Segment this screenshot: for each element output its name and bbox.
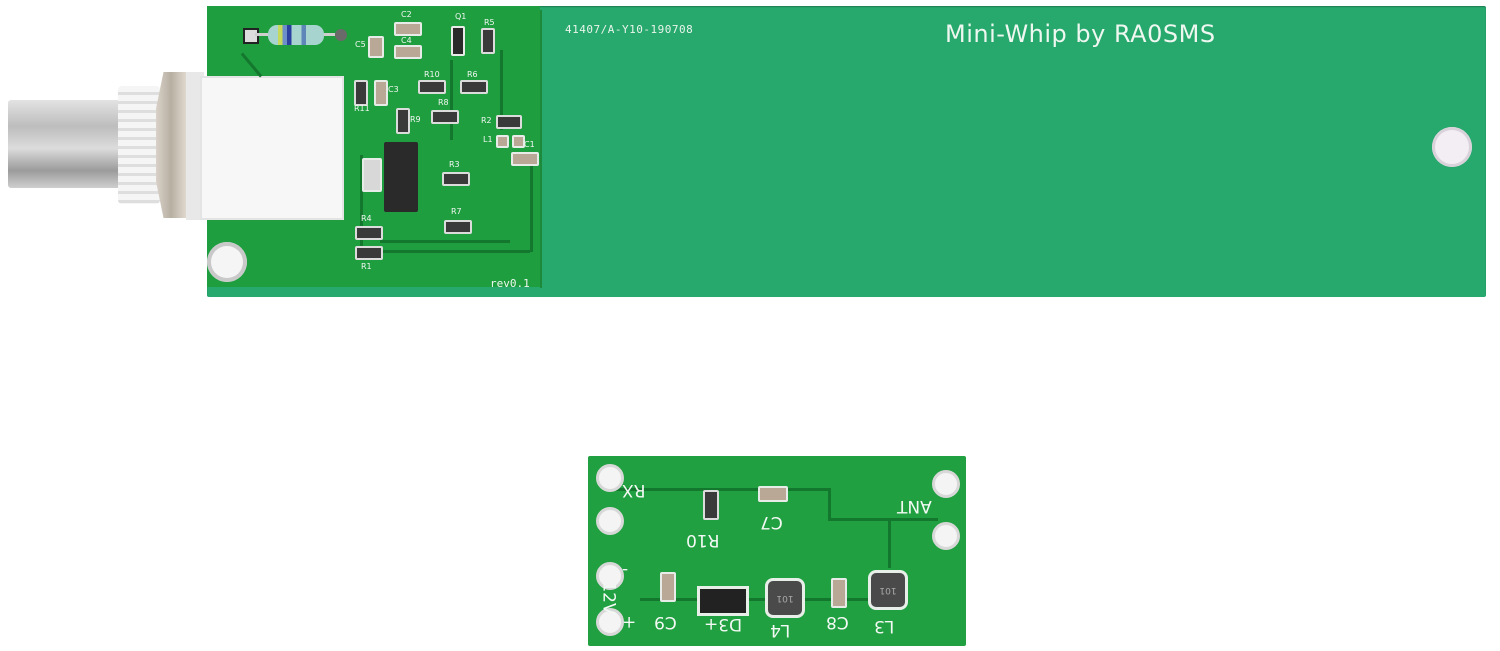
silk-label-c4: C4 — [401, 36, 412, 45]
pcb-trace — [828, 518, 938, 521]
silk-label-r2: R2 — [481, 116, 492, 125]
bnc-connector-barrel — [8, 100, 126, 188]
silk-label-r1: R1 — [361, 262, 372, 271]
pcb-trace — [360, 155, 363, 250]
silk-label-r8: R8 — [438, 98, 449, 107]
silk-label-r5: R5 — [484, 18, 495, 27]
silk-label-r11: R11 — [354, 104, 370, 113]
inductor-l4: 101 — [765, 578, 805, 618]
regulator-tab — [362, 158, 382, 192]
capacitor-c9 — [660, 572, 676, 602]
rx-pad-2 — [596, 507, 624, 535]
silk-label-q1: Q1 — [455, 12, 467, 21]
r10-label: R10 — [686, 530, 720, 550]
board-title-label: Mini-Whip by RA0SMS — [945, 20, 1216, 48]
bnc-connector-housing — [200, 76, 344, 220]
resistor-r10-small — [703, 490, 719, 520]
silk-label-r9: R9 — [410, 115, 421, 124]
voltage-regulator-ic — [384, 142, 418, 212]
resistor-r7 — [444, 220, 472, 234]
capacitor-c7 — [758, 486, 788, 502]
resistor-r6 — [460, 80, 488, 94]
transistor-q1 — [451, 26, 465, 56]
bnc-connector-nut — [156, 72, 186, 218]
resistor-r4 — [355, 226, 383, 240]
board-code-label: 41407/A-Y10-190708 — [565, 23, 694, 36]
ant-label: ANT — [897, 496, 932, 516]
ant-pad-1 — [932, 470, 960, 498]
pcb-trace — [615, 488, 830, 491]
rx-pad-1 — [596, 464, 624, 492]
c8-label: C8 — [826, 612, 849, 632]
ant-pad-2 — [932, 522, 960, 550]
resistor-pad — [243, 28, 259, 44]
c7-label: C7 — [760, 512, 783, 532]
capacitor-c5 — [368, 36, 384, 58]
resistor-r10 — [418, 80, 446, 94]
pcb-trace — [500, 50, 503, 130]
d3-label: D3+ — [704, 614, 743, 634]
capacitor-c3 — [374, 80, 388, 106]
capacitor-c1 — [511, 152, 539, 166]
diode-d3 — [697, 586, 749, 616]
inductor-l3: 101 — [868, 570, 908, 610]
silk-label-c5: C5 — [355, 40, 366, 49]
rx-label: RX — [622, 480, 646, 500]
resistor-r8 — [431, 110, 459, 124]
resistor-r2 — [496, 115, 522, 129]
pcb-trace — [360, 250, 530, 253]
silk-label-r3: R3 — [449, 160, 460, 169]
c9-label: C9 — [654, 612, 677, 632]
resistor-r1 — [355, 246, 383, 260]
minus-pad — [596, 562, 624, 590]
bnc-connector-thread — [118, 86, 160, 204]
plus-12v-pad — [596, 608, 624, 636]
pcb-trace — [828, 488, 831, 520]
voltage-label: 12V — [598, 581, 619, 615]
pcb-trace — [888, 518, 891, 568]
capacitor-c8 — [831, 578, 847, 608]
bnc-connector-washer — [186, 72, 204, 220]
silk-label-r7: R7 — [451, 207, 462, 216]
board-divider-line — [540, 10, 542, 288]
plus-label: + — [622, 612, 637, 632]
resistor-r11 — [354, 80, 368, 106]
silk-label-l1: L1 — [483, 135, 493, 144]
revision-label: rev0.1 — [490, 277, 530, 290]
silk-label-c2: C2 — [401, 10, 412, 19]
inductor-l1 — [496, 135, 509, 148]
capacitor-c2 — [394, 22, 422, 36]
silk-label-r6: R6 — [467, 70, 478, 79]
pcb-trace — [450, 60, 453, 140]
resistor-r5 — [481, 28, 495, 54]
resistor-r9 — [396, 108, 410, 134]
minus-label: - — [622, 560, 629, 580]
via — [335, 29, 347, 41]
resistor-r3 — [442, 172, 470, 186]
l4-label: L4 — [770, 620, 791, 640]
pcb-trace — [380, 240, 510, 243]
silk-label-c1: C1 — [524, 140, 535, 149]
silk-label-r4: R4 — [361, 214, 372, 223]
capacitor-c4 — [394, 45, 422, 59]
l3-label: L3 — [874, 616, 895, 636]
silk-label-c3: C3 — [388, 85, 399, 94]
mounting-hole-right — [1432, 127, 1472, 167]
silk-label-r10: R10 — [424, 70, 440, 79]
pcb-trace — [530, 160, 533, 252]
inductor-l1b — [512, 135, 525, 148]
mounting-hole-left — [207, 242, 247, 282]
axial-resistor — [268, 25, 324, 45]
